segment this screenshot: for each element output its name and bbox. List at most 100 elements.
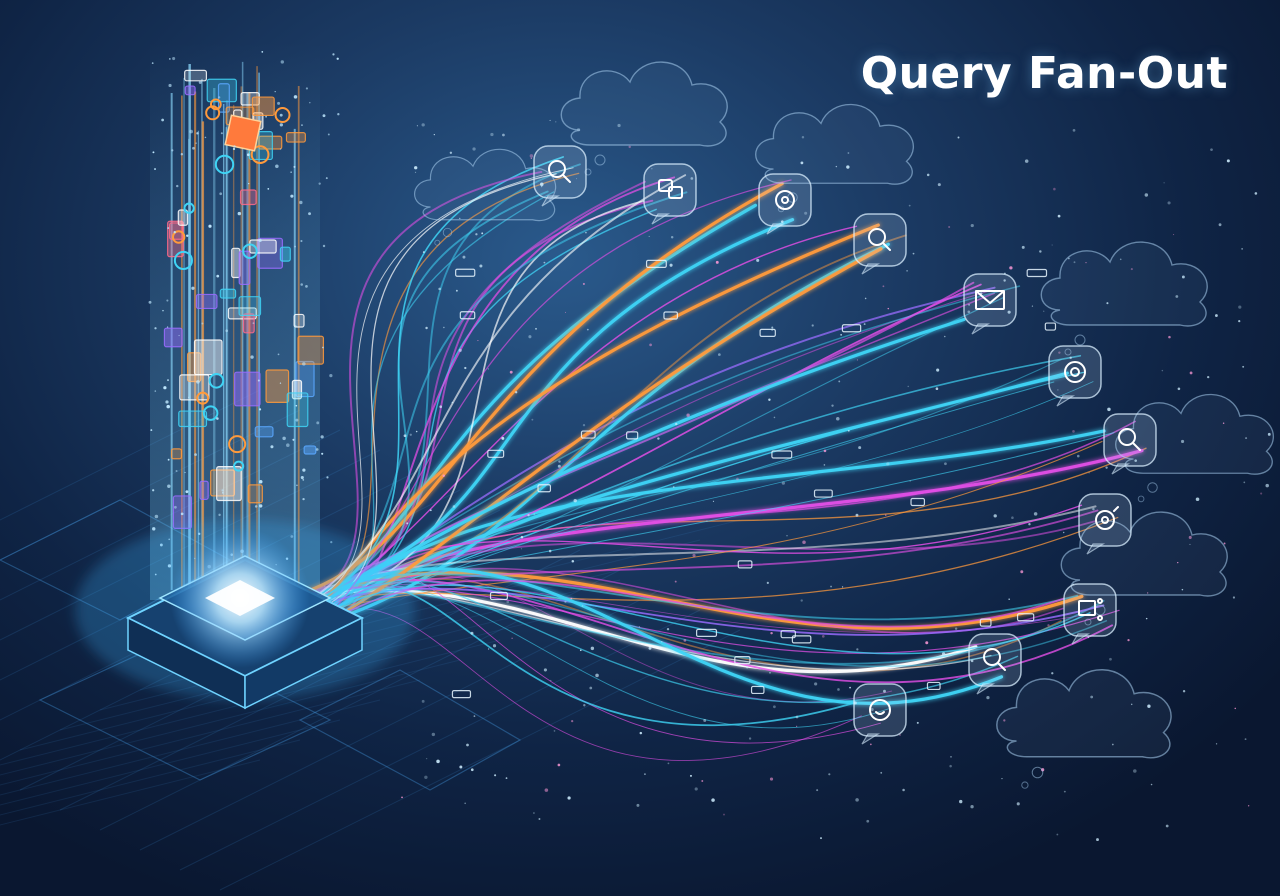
glyph-lens bbox=[868, 228, 886, 246]
particle bbox=[926, 173, 930, 177]
bubble-frame bbox=[758, 173, 812, 227]
tower-dot bbox=[257, 379, 260, 382]
particle bbox=[535, 327, 537, 330]
particle bbox=[1188, 535, 1192, 539]
cloud-dot bbox=[434, 239, 441, 246]
particle bbox=[638, 626, 640, 628]
particle bbox=[944, 462, 947, 466]
particle bbox=[692, 553, 696, 558]
particle bbox=[1105, 466, 1108, 469]
particle bbox=[866, 819, 870, 823]
tower-dot bbox=[295, 404, 298, 407]
tower-dot bbox=[175, 469, 178, 473]
particle bbox=[886, 462, 890, 466]
particle bbox=[838, 380, 841, 383]
tower-dot bbox=[192, 146, 195, 150]
particle bbox=[690, 177, 694, 180]
glyph-node bbox=[1097, 615, 1103, 621]
glyph-handle bbox=[1132, 442, 1141, 451]
tower-dot bbox=[180, 512, 184, 516]
particle bbox=[1218, 223, 1222, 227]
particle bbox=[795, 715, 799, 719]
glyph-node bbox=[1097, 598, 1103, 604]
particle bbox=[1087, 636, 1090, 639]
particle bbox=[823, 449, 827, 453]
glyph-screen bbox=[1078, 600, 1096, 616]
particle bbox=[502, 133, 505, 137]
tower-dot bbox=[300, 283, 303, 286]
particle bbox=[804, 211, 808, 215]
particle bbox=[644, 773, 646, 775]
particle bbox=[670, 235, 674, 239]
packet-glyph bbox=[489, 591, 508, 601]
particle bbox=[1177, 387, 1181, 391]
tower-dot bbox=[198, 80, 202, 84]
tower-dot bbox=[150, 429, 153, 432]
particle bbox=[576, 178, 578, 180]
packet-glyph bbox=[813, 489, 833, 498]
particle bbox=[477, 339, 479, 342]
tower-dot bbox=[279, 148, 282, 150]
data-card bbox=[247, 484, 263, 504]
packet-glyph bbox=[455, 268, 476, 277]
tower-dot bbox=[308, 212, 311, 216]
particle bbox=[459, 217, 461, 220]
particle bbox=[1210, 148, 1213, 152]
tower-dot bbox=[274, 91, 276, 93]
packet-glyph bbox=[625, 431, 639, 440]
data-card bbox=[195, 293, 218, 310]
tower-dot bbox=[321, 452, 324, 455]
particle bbox=[487, 368, 489, 370]
tower-dot bbox=[329, 374, 333, 378]
particle bbox=[925, 641, 929, 645]
packet-glyph bbox=[487, 449, 505, 458]
packet-glyph bbox=[737, 560, 753, 569]
particle bbox=[579, 649, 582, 652]
particle bbox=[464, 366, 467, 370]
cloud-top-right bbox=[755, 103, 914, 213]
packet-glyph bbox=[1044, 322, 1057, 331]
glyph-ring bbox=[1095, 510, 1115, 530]
particle bbox=[855, 513, 859, 517]
glyph-lens bbox=[983, 648, 1001, 666]
packet-glyph bbox=[979, 618, 992, 627]
particle bbox=[473, 715, 476, 718]
packet-glyph bbox=[459, 311, 476, 320]
particle bbox=[970, 659, 974, 663]
particle bbox=[511, 637, 513, 639]
particle bbox=[1088, 472, 1090, 474]
particle bbox=[1107, 407, 1111, 412]
stream-line bbox=[337, 447, 1147, 601]
particle bbox=[887, 307, 890, 310]
icon-bubbles bbox=[533, 145, 1157, 745]
tower-dot bbox=[148, 300, 152, 304]
symbol-ring bbox=[208, 372, 225, 389]
particle bbox=[771, 328, 774, 331]
packet-glyph bbox=[580, 430, 596, 439]
particle bbox=[796, 725, 798, 727]
stream-line bbox=[314, 504, 1083, 592]
particle bbox=[674, 580, 677, 583]
grid-line bbox=[0, 719, 341, 806]
particle bbox=[557, 763, 561, 767]
particle bbox=[909, 480, 911, 482]
grid-line bbox=[0, 699, 381, 796]
stream-line bbox=[327, 519, 1098, 615]
particle bbox=[718, 353, 721, 356]
particle bbox=[540, 182, 544, 187]
particle bbox=[863, 323, 866, 325]
glyph-ring bbox=[1064, 361, 1086, 383]
stream-line bbox=[333, 587, 1105, 636]
particle bbox=[573, 498, 577, 503]
particle bbox=[836, 416, 840, 421]
glyph-smile bbox=[875, 711, 885, 715]
particle bbox=[472, 147, 476, 151]
particle bbox=[515, 391, 518, 394]
tower-dot bbox=[169, 58, 171, 60]
tower-dot bbox=[248, 183, 250, 185]
tower-dot bbox=[167, 379, 169, 382]
particle bbox=[424, 775, 428, 779]
particle bbox=[1238, 320, 1241, 323]
tower-dot bbox=[225, 329, 229, 333]
particle bbox=[660, 640, 663, 643]
